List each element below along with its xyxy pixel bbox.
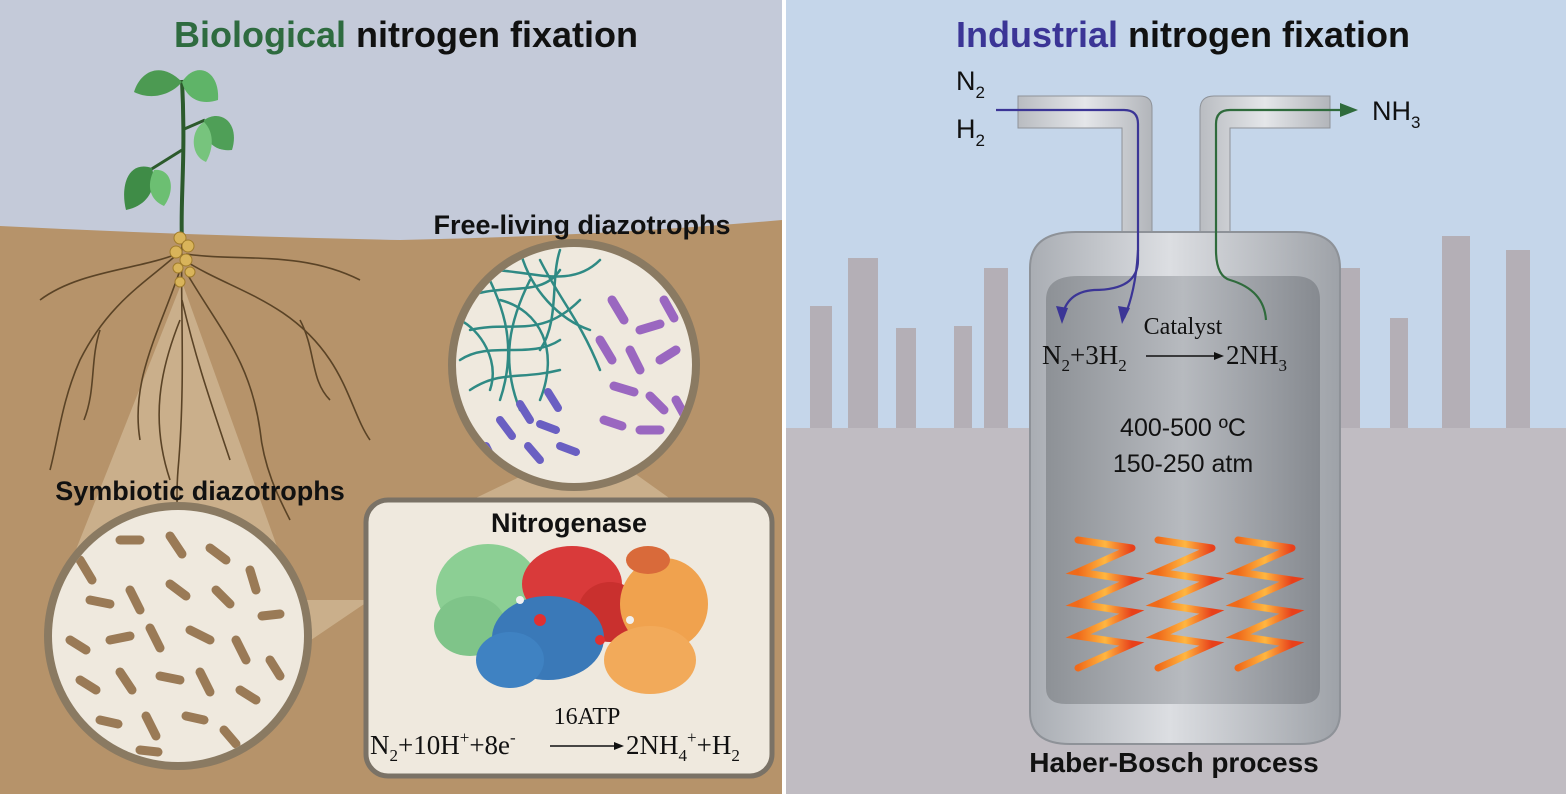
symbiotic-label: Symbiotic diazotrophs [55,476,345,506]
input-n2: N2 [956,66,985,102]
left-panel: Nitrogenase N2+10H++8e- 16A [0,0,782,794]
heating-coils [1065,536,1305,672]
nitrogenase-protein-structure [434,544,708,694]
process-label: Haber-Bosch process [1029,747,1318,778]
panel-divider [782,0,786,794]
leaf [149,169,171,206]
outflow-arrow [1214,103,1358,321]
rod-bacteria-brown [65,531,285,757]
leaf [124,166,154,210]
title-industrial: Industrial [956,14,1118,55]
leaf [182,70,219,102]
temperature-condition: 400-500 ºC [1120,414,1246,442]
leaf [193,122,212,162]
free-living-label: Free-living diazotrophs [433,210,730,240]
haber-equation-rhs: 2NH3 [1226,340,1287,375]
haber-equation-lhs: N2+3H2 [1042,340,1127,375]
symbiotic-circle [44,502,312,770]
free-living-circle [448,239,700,491]
pressure-condition: 150-250 atm [1113,450,1253,478]
title-nitrogen-fixation-left: nitrogen fixation [356,14,638,55]
heating-coil-3 [1225,536,1305,672]
reaction-arrow [550,742,624,750]
catalyst-arrow [1146,352,1224,360]
nitrogenase-equation-rhs: 2NH4++H2 [626,728,740,765]
nitrogenase-equation-lhs: N2+10H++8e- [370,728,516,765]
input-h2: H2 [956,114,985,150]
plant [124,70,234,243]
output-nh3: NH3 [1372,96,1420,132]
title-biological: Biological [174,14,346,55]
heating-coil-1 [1065,536,1145,672]
heating-coil-2 [1145,536,1225,672]
inflow-arrows [996,108,1140,324]
title-nitrogen-fixation-right: nitrogen fixation [1128,14,1410,55]
right-panel-title: Industrial nitrogen fixation [956,14,1410,55]
catalyst-label: Catalyst [1144,314,1223,340]
leaf [134,70,182,97]
nitrogenase-arrow-label: 16ATP [554,704,621,730]
nitrogenase-box: Nitrogenase N2+10H++8e- 16A [363,497,775,779]
right-panel: Industrial nitrogen fixation N2 H2 NH3 C… [786,0,1566,794]
left-panel-title: Biological nitrogen fixation [174,14,638,55]
nitrogenase-title: Nitrogenase [491,508,647,538]
root-nodules [169,231,196,288]
